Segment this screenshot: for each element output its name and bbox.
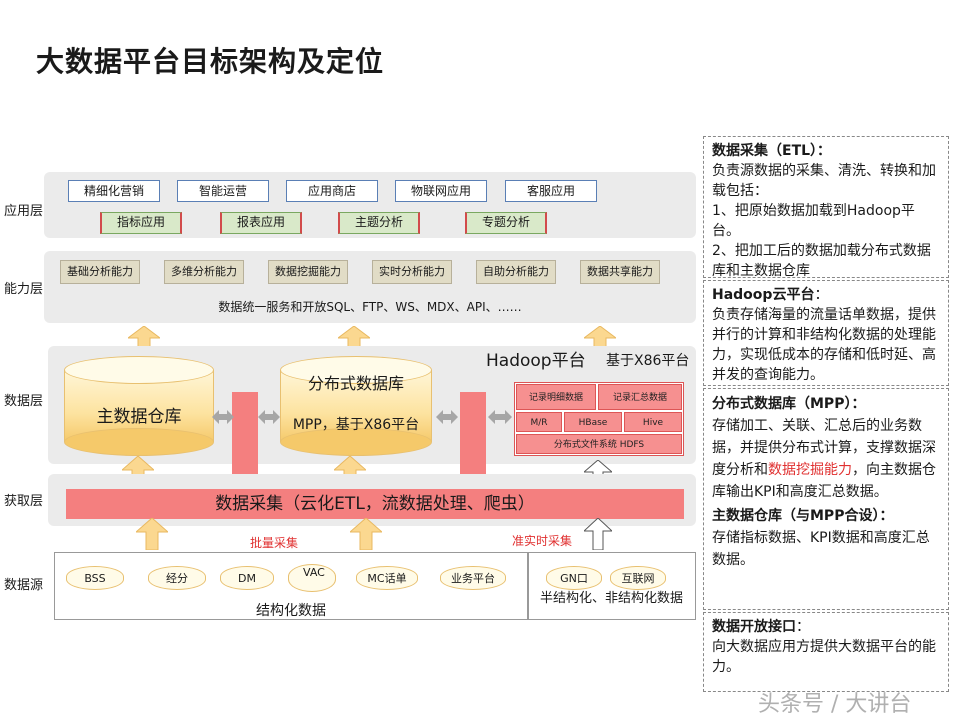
mpp-desc-body: 存储加工、关联、汇总后的业务数据，并提供分布式计算，支撑数据深度分析和数据挖掘能…: [712, 415, 940, 503]
capability-item[interactable]: 数据共享能力: [580, 260, 660, 284]
source-item[interactable]: VAC: [288, 564, 336, 592]
hadoop-desc-title: Hadoop云平台: [712, 287, 815, 303]
source-item[interactable]: MC话单: [356, 566, 418, 590]
app-item[interactable]: 客服应用: [505, 180, 597, 202]
capability-item[interactable]: 基础分析能力: [60, 260, 140, 284]
source-item[interactable]: DM: [220, 566, 274, 590]
unstructured-label: 半结构化、非结构化数据: [540, 591, 684, 606]
capability-item[interactable]: 多维分析能力: [164, 260, 244, 284]
hadoop-detail-box[interactable]: 记录明细数据: [516, 384, 596, 410]
up-arrow-icon: [350, 518, 382, 550]
layer-label-app: 应用层: [4, 204, 44, 219]
etl-body: 2、把加工后的数据加载分布式数据库和主数据仓库: [712, 243, 931, 279]
hadoop-hbase-box[interactable]: HBase: [564, 412, 622, 432]
mpp-desc-text: ，向主数据仓库输出KPI和高度汇总数据。: [712, 462, 936, 500]
hadoop-summary-box[interactable]: 记录汇总数据: [598, 384, 682, 410]
hadoop-desc-colon: ：: [814, 287, 829, 303]
main-dw-cylinder-top: [64, 356, 214, 384]
source-item[interactable]: GN口: [546, 566, 602, 590]
layer-label-data: 数据层: [4, 394, 44, 409]
capability-item[interactable]: 实时分析能力: [372, 260, 452, 284]
left-pillar: [232, 392, 258, 490]
etl-body: 1、把原始数据加载到Hadoop平台。: [712, 203, 915, 239]
open-interface-description-box: 数据开放接口： 向大数据应用方提供大数据平台的能力。: [703, 612, 949, 692]
dw-desc-title: 主数据仓库（与MPP合设）：: [712, 508, 894, 524]
right-pillar: [460, 392, 486, 490]
dist-db-sub: MPP，基于X86平台: [292, 417, 420, 433]
structured-source-frame: [54, 552, 528, 620]
mpp-description-box: 分布式数据库（MPP）： 存储加工、关联、汇总后的业务数据，并提供分布式计算，支…: [703, 388, 949, 610]
up-arrow-icon: [584, 460, 612, 486]
source-item[interactable]: 互联网: [610, 566, 666, 590]
etl-body: 负责源数据的采集、清洗、转换和加载包括：: [712, 163, 936, 199]
app-sub-item[interactable]: 指标应用: [100, 212, 182, 234]
mpp-desc-highlight: 数据挖掘能力: [768, 462, 852, 478]
etl-description-box: 数据采集（ETL）： 负责源数据的采集、清洗、转换和加载包括： 1、把原始数据加…: [703, 136, 949, 279]
up-arrow-icon: [338, 326, 370, 348]
layer-label-capability: 能力层: [4, 282, 44, 297]
main-dw-cylinder-bottom: [64, 428, 214, 456]
capability-service-text: 数据统一服务和开放SQL、FTP、WS、MDX、API、……: [218, 300, 522, 314]
up-arrow-icon: [584, 326, 616, 348]
capability-item[interactable]: 数据挖掘能力: [268, 260, 348, 284]
double-arrow-icon: [488, 410, 512, 424]
main-dw-label: 主数据仓库: [96, 407, 182, 427]
etl-title: 数据采集（ETL）：: [712, 143, 832, 159]
open-desc-colon: ：: [796, 619, 810, 635]
hadoop-description-box: Hadoop云平台： 负责存储海量的流量话单数据，提供并行的计算和非结构化数据的…: [703, 280, 949, 386]
hadoop-sub: 基于X86平台: [606, 353, 690, 369]
dist-db-cylinder-bottom: [280, 428, 432, 456]
up-arrow-icon: [136, 518, 168, 550]
hadoop-desc-body: 负责存储海量的流量话单数据，提供并行的计算和非结构化数据的处理能力，实现低成本的…: [712, 307, 936, 383]
open-desc-title: 数据开放接口: [712, 619, 796, 635]
double-arrow-icon: [258, 410, 280, 424]
up-arrow-icon: [128, 326, 160, 348]
app-item[interactable]: 应用商店: [286, 180, 378, 202]
watermark: 头条号 / 大讲台: [758, 692, 912, 717]
mpp-desc-text: 存储加工、关联、汇总后的业务数据，并提供分布式计算，支撑数据深度分析和: [712, 418, 936, 478]
dw-desc-body: 存储指标数据、KPI数据和高度汇总数据。: [712, 530, 930, 568]
batch-label: 批量采集: [250, 536, 299, 550]
acquire-bar[interactable]: 数据采集（云化ETL，流数据处理、爬虫）: [66, 489, 684, 519]
source-item[interactable]: 业务平台: [440, 566, 506, 590]
up-arrow-icon: [584, 518, 612, 550]
source-item[interactable]: 经分: [148, 566, 206, 590]
hadoop-mr-box[interactable]: M/R: [516, 412, 562, 432]
app-item[interactable]: 智能运营: [177, 180, 269, 202]
dist-db-title: 分布式数据库: [307, 374, 404, 393]
app-item[interactable]: 精细化营销: [68, 180, 160, 202]
mpp-desc-title: 分布式数据库（MPP）：: [712, 396, 866, 412]
page-title: 大数据平台目标架构及定位: [36, 45, 385, 78]
open-desc-body: 向大数据应用方提供大数据平台的能力。: [712, 639, 936, 675]
double-arrow-icon: [436, 410, 458, 424]
unstructured-source-frame: [528, 552, 696, 620]
app-sub-item[interactable]: 主题分析: [338, 212, 420, 234]
hadoop-hive-box[interactable]: Hive: [624, 412, 682, 432]
app-item[interactable]: 物联网应用: [395, 180, 487, 202]
up-arrow-icon: [334, 456, 366, 486]
hadoop-hdfs-box[interactable]: 分布式文件系统 HDFS: [516, 434, 682, 454]
capability-item[interactable]: 自助分析能力: [476, 260, 556, 284]
source-item[interactable]: BSS: [66, 566, 124, 590]
up-arrow-icon: [122, 456, 154, 486]
dist-db-cylinder-top: [280, 356, 432, 384]
realtime-label: 准实时采集: [512, 534, 573, 548]
app-sub-item[interactable]: 专题分析: [465, 212, 547, 234]
app-sub-item[interactable]: 报表应用: [220, 212, 302, 234]
hadoop-title: Hadoop平台: [486, 351, 586, 371]
layer-label-acquire: 获取层: [4, 494, 44, 509]
layer-label-source: 数据源: [4, 578, 44, 593]
structured-label: 结构化数据: [256, 603, 326, 619]
double-arrow-icon: [212, 410, 234, 424]
